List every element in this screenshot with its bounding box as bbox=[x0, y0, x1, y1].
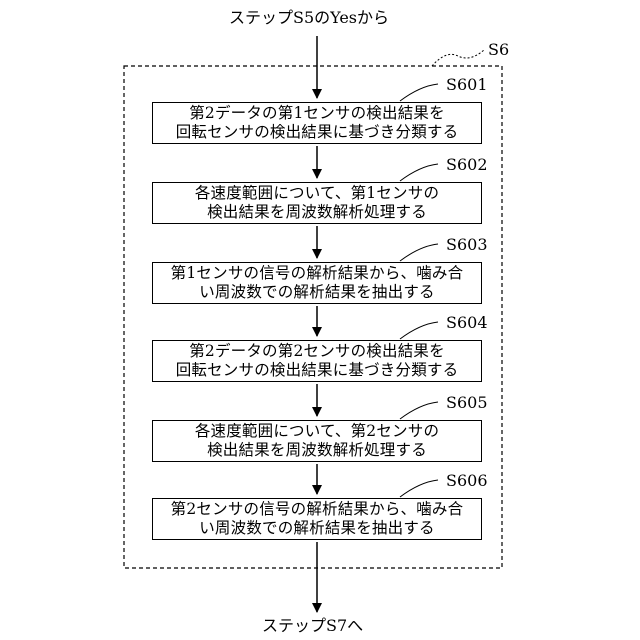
step-id-s604: S604 bbox=[446, 314, 488, 332]
process-text-line2: 回転センサの検出結果に基づき分類する bbox=[176, 123, 459, 142]
step-id-s603: S603 bbox=[446, 236, 488, 254]
process-text-line1: 第1センサの信号の解析結果から、噛み合 bbox=[171, 264, 464, 283]
process-text-line2: い周波数での解析結果を抽出する bbox=[199, 283, 435, 302]
process-text-line2: 回転センサの検出結果に基づき分類する bbox=[176, 361, 459, 380]
step-leader-s603 bbox=[400, 244, 438, 261]
step-id-s606: S606 bbox=[446, 472, 488, 490]
process-box-s602: 各速度範囲について、第1センサの 検出結果を周波数解析処理する bbox=[152, 182, 482, 224]
end-label: ステップS7へ bbox=[262, 616, 363, 636]
step-id-s605: S605 bbox=[446, 394, 488, 412]
step-id-s602: S602 bbox=[446, 156, 488, 174]
process-text-line1: 各速度範囲について、第1センサの bbox=[195, 184, 439, 203]
process-box-s603: 第1センサの信号の解析結果から、噛み合 い周波数での解析結果を抽出する bbox=[152, 262, 482, 304]
process-box-s601: 第2データの第1センサの検出結果を 回転センサの検出結果に基づき分類する bbox=[152, 102, 482, 144]
start-label: ステップS5のYesから bbox=[229, 8, 389, 28]
process-text-line1: 第2データの第1センサの検出結果を bbox=[189, 104, 445, 123]
process-box-s605: 各速度範囲について、第2センサの 検出結果を周波数解析処理する bbox=[152, 420, 482, 462]
group-label: S6 bbox=[488, 40, 509, 60]
process-box-s606: 第2センサの信号の解析結果から、噛み合 い周波数での解析結果を抽出する bbox=[152, 498, 482, 540]
step-id-s601: S601 bbox=[446, 76, 488, 94]
process-text-line1: 各速度範囲について、第2センサの bbox=[195, 422, 439, 441]
step-leader-s606 bbox=[400, 480, 438, 497]
process-text-line1: 第2センサの信号の解析結果から、噛み合 bbox=[171, 500, 464, 519]
step-leader-s601 bbox=[400, 84, 438, 101]
group-label-leader bbox=[432, 50, 484, 66]
process-box-s604: 第2データの第2センサの検出結果を 回転センサの検出結果に基づき分類する bbox=[152, 340, 482, 382]
step-leader-s604 bbox=[400, 322, 438, 339]
process-text-line1: 第2データの第2センサの検出結果を bbox=[189, 342, 445, 361]
step-leader-s605 bbox=[400, 402, 438, 419]
process-text-line2: い周波数での解析結果を抽出する bbox=[199, 519, 435, 538]
step-leader-s602 bbox=[400, 164, 438, 181]
process-text-line2: 検出結果を周波数解析処理する bbox=[207, 203, 427, 222]
process-text-line2: 検出結果を周波数解析処理する bbox=[207, 441, 427, 460]
